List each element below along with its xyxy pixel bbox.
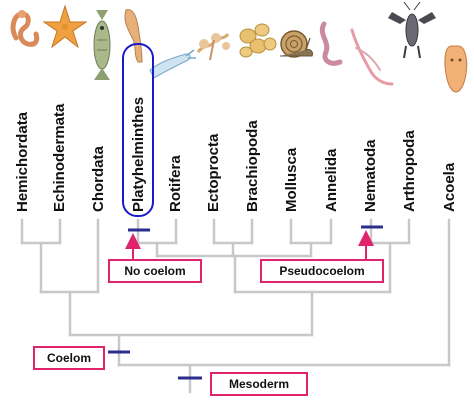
taxon-label-hemichordata: Hemichordata [14, 111, 31, 212]
no-coelom-label: No coelom [124, 264, 185, 278]
taxon-label-platyhelminthes: Platyhelminthes [130, 97, 147, 212]
taxon-label-annelida: Annelida [323, 148, 340, 212]
flatworm-icon [124, 9, 143, 63]
acorn-worm-icon [10, 10, 40, 47]
coelom-label: Coelom [47, 351, 91, 365]
coelom-callout: Coelom [33, 346, 105, 370]
mesoderm-callout: Mesoderm [210, 372, 308, 396]
acoel-flatworm-icon [444, 45, 468, 93]
tree-branches [20, 218, 451, 394]
pseudocoelom-callout: Pseudocoelom [260, 259, 384, 283]
taxon-label-chordata: Chordata [90, 146, 107, 212]
starfish-icon [42, 4, 88, 49]
pseudocoelom-label: Pseudocoelom [279, 264, 364, 278]
platyhelminthes-highlight-oval [122, 43, 154, 217]
snail-icon [280, 30, 313, 58]
bryozoan-icon [196, 33, 230, 61]
taxon-label-arthropoda: Arthropoda [401, 130, 418, 212]
lobster-icon [388, 1, 436, 59]
no-coelom-callout: No coelom [108, 259, 202, 283]
taxon-label-rotifera: Rotifera [167, 155, 184, 212]
taxon-label-nematoda: Nematoda [362, 139, 379, 212]
character-markers [108, 225, 383, 380]
taxon-labels: Hemichordata Echinodermata Chordata Plat… [14, 97, 458, 212]
taxon-label-mollusca: Mollusca [283, 147, 300, 212]
fish-icon [93, 10, 111, 80]
organism-icons [10, 1, 468, 93]
taxon-label-acoela: Acoela [441, 162, 458, 212]
taxon-label-echinodermata: Echinodermata [51, 103, 68, 212]
lamp-shell-icon [239, 23, 277, 58]
callout-arrows [125, 230, 374, 260]
roundworm-icon [350, 28, 394, 86]
rotifer-icon [149, 49, 196, 79]
mesoderm-label: Mesoderm [229, 377, 289, 391]
earthworm-icon [319, 21, 343, 66]
taxon-label-brachiopoda: Brachiopoda [244, 120, 261, 212]
taxon-label-ectoprocta: Ectoprocta [205, 133, 222, 212]
